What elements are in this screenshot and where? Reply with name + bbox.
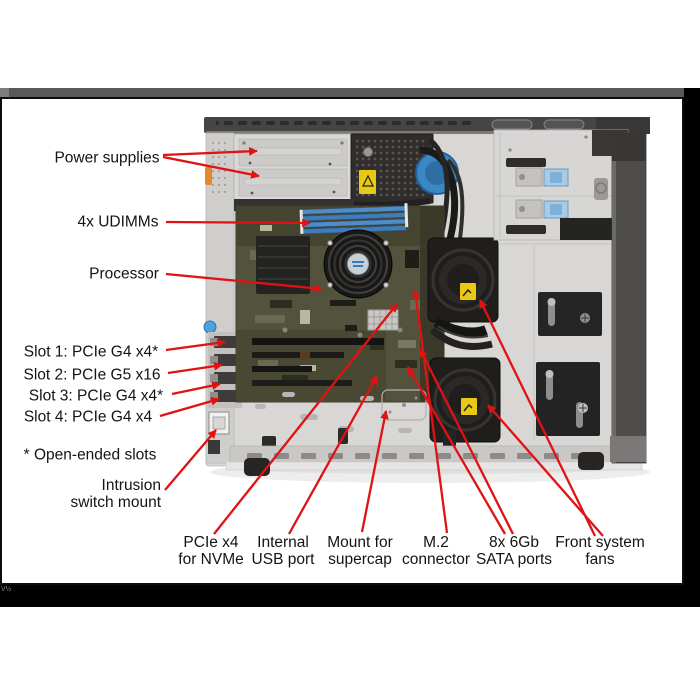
label-slot2: Slot 2: PCIe G5 x16 (23, 366, 161, 384)
label-pcie-nvme-line2: for NVMe (178, 551, 244, 568)
label-slot1: Slot 1: PCIe G4 x4* (23, 343, 159, 361)
callout-arrow-slot3 (171, 381, 221, 396)
callout-arrow-slot1 (165, 338, 226, 352)
label-pcie-nvme: PCIe x4 for NVMe (178, 534, 243, 568)
cpu-cooler-fan (323, 229, 393, 299)
label-front-fans: Front system fans (555, 534, 645, 568)
drive-mounting-plate-upper (538, 292, 602, 336)
label-front-fans-line1: Front system (555, 534, 645, 551)
frame-top-bar (0, 88, 684, 97)
callout-arrow-intrusion-switch (164, 429, 217, 491)
fan-cable-bundle (429, 317, 493, 350)
label-m2-line1: M.2 (423, 534, 449, 551)
callout-arrow-sata-1 (407, 366, 506, 535)
callout-arrow-udimms (165, 218, 311, 228)
right-letterbox (684, 88, 700, 607)
server-chassis (203, 117, 650, 483)
fan-warning-label-icon-lower (461, 398, 477, 415)
pcie-slots-on-board (252, 338, 384, 386)
drive-mounting-plate-lower (536, 362, 600, 436)
label-slot4: Slot 4: PCIe G4 x4 (23, 408, 153, 426)
callout-arrows (159, 146, 604, 537)
corner-watermark: V½ (1, 586, 12, 593)
label-internal-usb-line1: Internal (257, 534, 309, 551)
callout-arrow-m2 (411, 289, 449, 534)
label-intrusion-switch-mount: Intrusion switch mount (71, 477, 161, 511)
callout-arrow-supercap (360, 410, 389, 533)
label-intrusion-line2: switch mount (70, 494, 161, 511)
callout-arrow-slot4 (159, 396, 220, 418)
callout-arrow-power-supplies-lower (162, 155, 260, 179)
drive-bay-cage (493, 129, 629, 241)
front-fan-upper (427, 237, 499, 323)
label-pcie-nvme-line1: PCIe x4 (183, 534, 239, 551)
fan-warning-label-icon-upper (460, 283, 476, 300)
label-internal-usb-line2: USB port (251, 551, 315, 568)
label-supercap-line1: Mount for (327, 534, 393, 551)
power-supply-bays (233, 133, 353, 201)
frame-top-bar-cap (0, 88, 9, 97)
label-intrusion-line1: Intrusion (101, 477, 161, 494)
label-sata-line2: SATA ports (475, 551, 553, 568)
label-supercap-mount: Mount for supercap (327, 534, 392, 568)
label-internal-usb: Internal USB port (252, 534, 315, 568)
label-slot3: Slot 3: PCIe G4 x4* (28, 387, 164, 405)
label-sata-line1: 8x 6Gb (489, 534, 539, 551)
label-supercap-line2: supercap (328, 551, 392, 568)
callout-arrow-sata-2 (418, 348, 515, 535)
callout-arrow-power-supplies-upper (162, 146, 258, 157)
label-open-ended-note: * Open-ended slots (23, 446, 157, 464)
psu-warning-label-icon (359, 170, 376, 194)
callout-arrow-fans-upper (478, 299, 597, 537)
chassis-front-edge (610, 132, 647, 464)
chassis-foot-right (578, 452, 604, 470)
label-front-fans-line2: fans (585, 551, 615, 568)
supercap-mount-outline (381, 389, 427, 421)
callout-arrow-fans-lower (487, 404, 604, 537)
label-processor: Processor (89, 265, 159, 283)
rear-orange-clip (205, 167, 212, 185)
bottom-letterbox: V½ (0, 585, 700, 607)
callout-arrow-processor (165, 272, 323, 293)
label-m2-line2: connector (401, 551, 471, 568)
label-udimms: 4x UDIMMs (77, 213, 159, 231)
rear-blue-thumbscrew (203, 320, 217, 334)
callout-arrow-pcie-nvme (213, 303, 398, 535)
label-power-supplies: Power supplies (54, 149, 160, 167)
callout-arrow-internal-usb (287, 375, 379, 535)
label-sata-ports: 8x 6Gb SATA ports (476, 534, 552, 568)
fan-hub-logo (352, 261, 364, 267)
front-fan-lower (429, 357, 501, 443)
callout-arrow-slot2 (167, 361, 223, 375)
label-m2-connector: M.2 connector (402, 534, 470, 568)
